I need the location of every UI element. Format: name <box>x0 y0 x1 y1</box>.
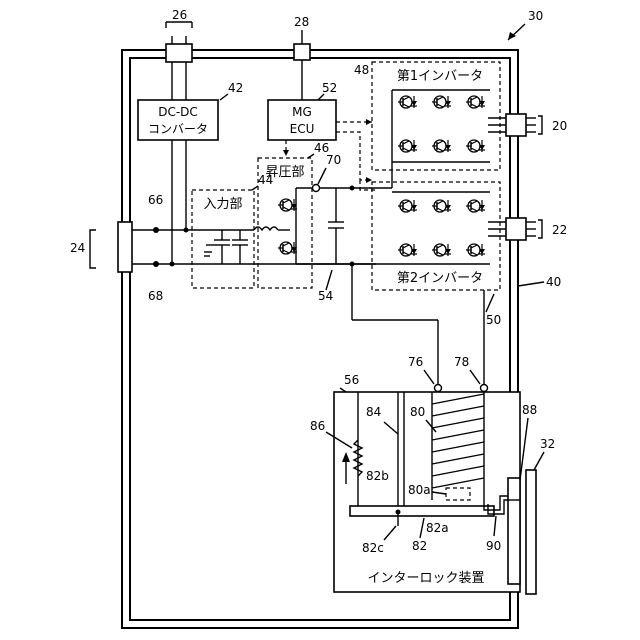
dcdc-label-1: DC-DC <box>158 105 198 119</box>
ref-88: 88 <box>522 403 537 417</box>
interlock-label: インターロック装置 <box>367 571 484 586</box>
ref-26: 26 <box>172 8 187 22</box>
inverter1-label: 第1インバータ <box>397 69 483 84</box>
ref-70: 70 <box>326 153 341 167</box>
ref-56: 56 <box>344 373 359 387</box>
ref-22: 22 <box>552 223 567 237</box>
dcdc-label-2: コンバータ <box>148 122 208 136</box>
ref-52: 52 <box>322 81 337 95</box>
ref-82b: 82b <box>366 469 389 483</box>
ref-80: 80 <box>410 405 425 419</box>
ref-66: 66 <box>148 193 163 207</box>
output-connector-20 <box>488 114 542 136</box>
ref-48: 48 <box>354 63 369 77</box>
connector-28 <box>294 30 310 60</box>
ref-54: 54 <box>318 289 333 303</box>
mg-label-2: ECU <box>290 122 315 136</box>
inverter-1: 第1インバータ <box>372 62 500 188</box>
lever-82 <box>350 506 494 516</box>
dcdc-converter: DC-DC コンバータ <box>138 62 218 264</box>
capacitor-54 <box>328 188 344 264</box>
inverter2-label: 第2インバータ <box>397 271 483 286</box>
ref-84: 84 <box>366 405 381 419</box>
connector-24 <box>90 222 132 272</box>
ref-90: 90 <box>486 539 501 553</box>
connector-26 <box>166 22 192 62</box>
latch-pin-88 <box>508 478 520 584</box>
inverter-2: 第2インバータ <box>372 182 500 290</box>
ref-32: 32 <box>540 437 555 451</box>
cover-32 <box>526 470 536 594</box>
ref-20: 20 <box>552 119 567 133</box>
ref-78: 78 <box>454 355 469 369</box>
ref-40: 40 <box>546 275 561 289</box>
output-connector-22 <box>488 218 542 240</box>
boost-label: 昇圧部 <box>265 165 304 180</box>
ref-80a: 80a <box>408 483 431 497</box>
ref-28: 28 <box>294 15 309 29</box>
input-section: 入力部 <box>192 190 254 288</box>
ref-82: 82 <box>412 539 427 553</box>
mg-ecu: MG ECU <box>268 60 336 140</box>
mg-label-1: MG <box>292 105 312 119</box>
ref-42: 42 <box>228 81 243 95</box>
input-label: 入力部 <box>203 197 242 212</box>
ref-76: 76 <box>408 355 423 369</box>
ref-30: 30 <box>528 9 543 23</box>
ref-68: 68 <box>148 289 163 303</box>
ref-82a: 82a <box>426 521 449 535</box>
ref-24: 24 <box>70 241 85 255</box>
ref-86: 86 <box>310 419 325 433</box>
ref-82c: 82c <box>362 541 384 555</box>
ref-50: 50 <box>486 313 501 327</box>
